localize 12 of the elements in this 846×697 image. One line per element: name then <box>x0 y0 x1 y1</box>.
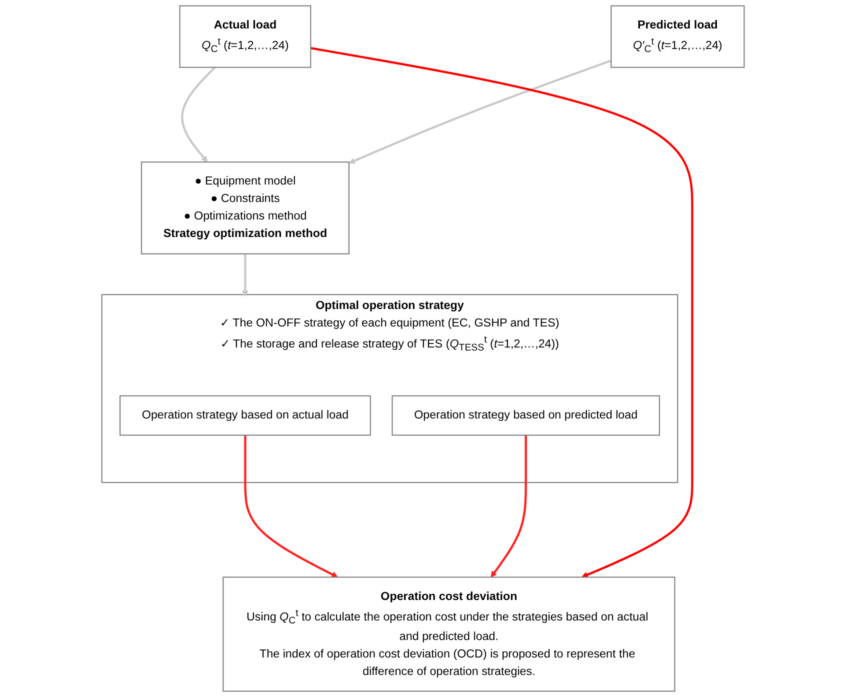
node-box: Operation strategy based on predicted load <box>392 395 660 436</box>
arrow <box>181 66 216 162</box>
node-box: Predicted load Q′$_{C}$$^{t}$ (t=1,2,…,24) <box>610 5 745 68</box>
arrow <box>490 435 527 578</box>
node-box: ● Equipment model ● Constraints ● Optimizations method Strategy optimization method <box>140 162 350 254</box>
arrow <box>310 46 694 578</box>
node-box: Operation cost deviation Using Q$_{C}$$^{t}$ to calculate the operation cost under the strategies based on actual and predicted load. The index of operation cost deviation (OCD) is proposed to represent the difference of operation strategies. <box>222 576 676 692</box>
arrow <box>242 254 248 297</box>
arrow <box>244 435 338 578</box>
arrow <box>348 60 612 164</box>
node-box: Actual load Q$_{C}$$^{t}$ (t=1,2,…,24) <box>179 5 312 68</box>
node-box: Operation strategy based on actual load <box>120 395 371 436</box>
